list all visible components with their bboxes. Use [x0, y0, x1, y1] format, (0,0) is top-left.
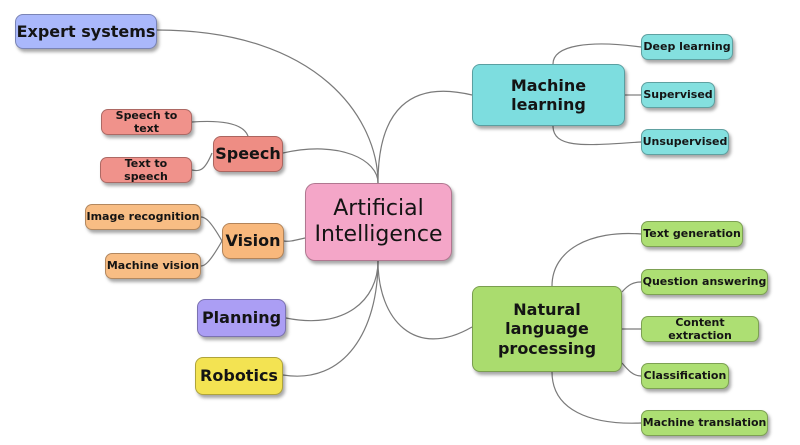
- connector-machine-vision: [200, 240, 223, 267]
- leaf-classification[interactable]: Classification: [641, 363, 729, 389]
- leaf-image-recognition[interactable]: Image recognition: [85, 204, 201, 230]
- branch-planning[interactable]: Planning: [197, 299, 286, 337]
- leaf-text-generation[interactable]: Text generation: [641, 221, 743, 247]
- leaf-deep-learning[interactable]: Deep learning: [641, 34, 733, 60]
- connector-ml-deep-learning: [552, 43, 642, 65]
- leaf-machine-translation[interactable]: Machine translation: [641, 410, 768, 436]
- connector-image-recognition: [200, 216, 223, 242]
- connector-root-nlp: [377, 260, 473, 340]
- branch-vision[interactable]: Vision: [222, 223, 284, 259]
- connector-text-to-speech: [191, 152, 213, 172]
- connector-root-machine-learning: [377, 90, 473, 184]
- branch-expert-systems[interactable]: Expert systems: [15, 14, 157, 49]
- connector-speech-to-text: [191, 120, 249, 137]
- branch-natural-language-processing[interactable]: Natural language processing: [472, 286, 622, 372]
- connector-root-speech: [282, 148, 379, 184]
- connector-ml-unsupervised: [552, 125, 642, 146]
- connector-nlp-classification: [621, 362, 642, 377]
- branch-speech[interactable]: Speech: [213, 136, 283, 172]
- leaf-supervised[interactable]: Supervised: [641, 82, 715, 108]
- connector-root-planning: [285, 260, 379, 322]
- branch-robotics[interactable]: Robotics: [195, 357, 283, 395]
- leaf-unsupervised[interactable]: Unsupervised: [641, 129, 729, 155]
- connector-nlp-question-answering: [621, 281, 642, 293]
- connector-root-robotics: [282, 260, 379, 377]
- connector-nlp-text-generation: [551, 232, 642, 287]
- leaf-text-to-speech[interactable]: Text to speech: [100, 157, 192, 183]
- leaf-speech-to-text[interactable]: Speech to text: [101, 109, 192, 135]
- connector-root-expert-systems: [156, 29, 379, 184]
- connector-nlp-machine-translation: [551, 371, 642, 424]
- leaf-machine-vision[interactable]: Machine vision: [105, 253, 201, 279]
- leaf-question-answering[interactable]: Question answering: [641, 269, 768, 295]
- branch-machine-learning[interactable]: Machine learning: [472, 64, 625, 126]
- connector-root-vision: [283, 237, 306, 242]
- root-node-artificial-intelligence[interactable]: Artificial Intelligence: [305, 183, 452, 261]
- leaf-content-extraction[interactable]: Content extraction: [641, 316, 759, 342]
